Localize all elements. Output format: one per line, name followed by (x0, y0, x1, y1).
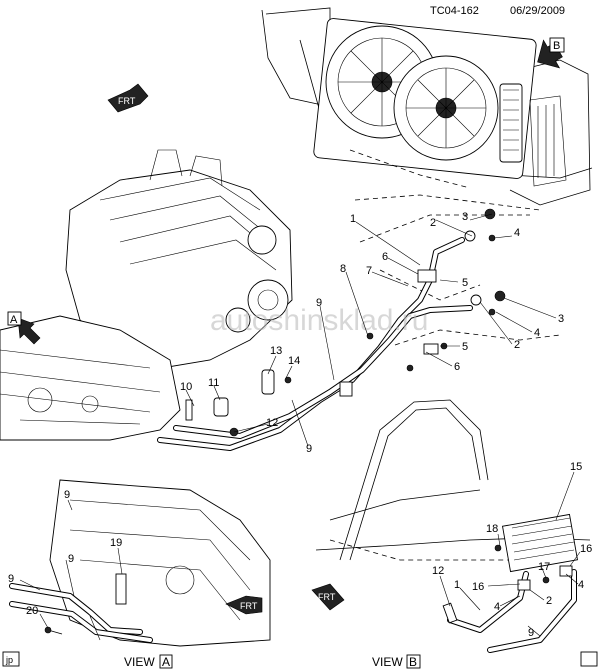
view-b-label-letter: B (409, 655, 417, 669)
diagram-code: TC04-162 (430, 5, 479, 17)
view-a-callout-9-b: 9 (8, 573, 14, 585)
callout-3-b: 3 (558, 313, 564, 325)
view-b-detail (315, 399, 591, 653)
engine-transmission-assembly (0, 149, 293, 441)
view-a-label-letter: A (162, 655, 170, 669)
callout-7: 7 (366, 265, 372, 277)
view-a-callout-19: 19 (110, 537, 122, 549)
view-b-callout-15: 15 (570, 461, 582, 473)
corner-tag-text: jp (5, 655, 13, 665)
view-a-marker-letter: A (10, 314, 18, 326)
callout-4-b: 4 (534, 327, 540, 339)
view-a-detail (9, 479, 271, 647)
leader-lines (19, 213, 581, 641)
callout-3: 3 (462, 211, 468, 223)
view-b-callout-4-b: 4 (494, 601, 500, 613)
callout-14: 14 (288, 355, 300, 367)
view-b-callout-16-b: 16 (472, 581, 484, 593)
view-b-marker-letter: B (553, 40, 560, 52)
view-b-callout-18: 18 (486, 523, 498, 535)
front-arrow-label: FRT (318, 592, 336, 602)
callout-8: 8 (340, 263, 346, 275)
callout-9: 9 (316, 297, 322, 309)
callout-4: 4 (514, 227, 520, 239)
callout-9-b: 9 (306, 443, 312, 455)
cooler-lines (157, 208, 506, 451)
callout-11: 11 (208, 377, 219, 389)
callout-10: 10 (180, 381, 192, 393)
view-a-label: VIEW A (124, 654, 173, 669)
callout-2-b: 2 (514, 339, 520, 351)
corner-tag-right (580, 651, 598, 667)
corner-tag: jp (2, 651, 20, 667)
callout-12: 12 (266, 417, 278, 429)
callout-6-b: 6 (454, 361, 460, 373)
view-a-callout-20: 20 (26, 605, 38, 617)
view-b-callout-12: 12 (432, 565, 444, 577)
view-b-callout-4: 4 (578, 579, 584, 591)
view-b-callout-1: 1 (454, 579, 460, 591)
callout-2: 2 (430, 217, 436, 229)
callouts: 1 2 3 4 6 7 5 8 9 3 4 2 5 6 13 14 10 11 … (8, 211, 592, 639)
view-a-marker: A (7, 311, 41, 345)
watermark: autoshinsklad.ru (210, 304, 428, 337)
callout-1: 1 (350, 213, 356, 225)
diagram-date: 06/29/2009 (510, 5, 565, 17)
view-a-callout-9-c: 9 (68, 553, 74, 565)
view-b-label-prefix: VIEW (372, 655, 403, 669)
front-arrow-label: FRT (118, 96, 136, 106)
callout-5-b: 5 (462, 341, 468, 353)
callout-13: 13 (270, 345, 282, 357)
view-a-label-prefix: VIEW (124, 655, 155, 669)
callout-5: 5 (462, 277, 468, 289)
view-b-label: VIEW B (372, 654, 421, 669)
front-arrow-icon: FRT (107, 83, 149, 113)
view-b-callout-9: 9 (528, 627, 534, 639)
view-b-callout-17: 17 (538, 561, 550, 573)
callout-6: 6 (382, 251, 388, 263)
front-arrow-icon: FRT (225, 595, 263, 615)
view-b-callout-16: 16 (580, 543, 592, 555)
view-b-callout-2: 2 (546, 595, 552, 607)
front-arrow-icon: FRT (311, 583, 345, 611)
view-a-callout-9: 9 (64, 489, 70, 501)
view-b-marker: B (537, 37, 565, 69)
front-arrow-label: FRT (240, 601, 258, 611)
radiator-fan-assembly (261, 7, 593, 206)
